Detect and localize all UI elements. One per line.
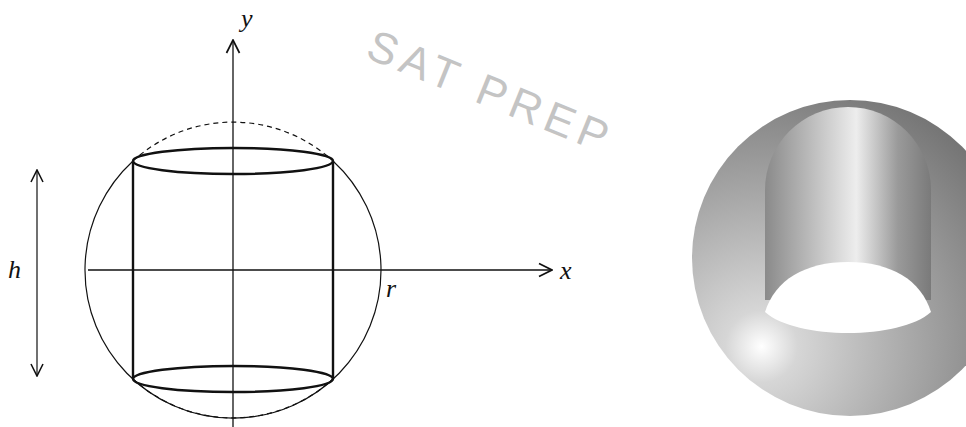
axis-label: y xyxy=(241,6,253,32)
sphere xyxy=(692,100,966,416)
dimension-label: h xyxy=(8,257,21,283)
sphere-render xyxy=(692,100,966,416)
y-axis xyxy=(232,40,233,427)
cylinder-top xyxy=(133,148,333,174)
watermark: SAT PREP xyxy=(361,23,620,162)
sphere-cap xyxy=(133,379,333,418)
dimension-label: r xyxy=(386,276,396,302)
sphere-outline xyxy=(85,161,381,418)
cylinder-bottom xyxy=(133,366,333,392)
cylinder-side xyxy=(332,161,334,379)
x-axis xyxy=(88,269,552,270)
sphere-cap xyxy=(133,122,333,161)
height-arrow xyxy=(36,170,37,376)
cylinder-side xyxy=(132,161,134,379)
axis-label: x xyxy=(560,258,572,284)
bore-hole xyxy=(765,262,931,333)
